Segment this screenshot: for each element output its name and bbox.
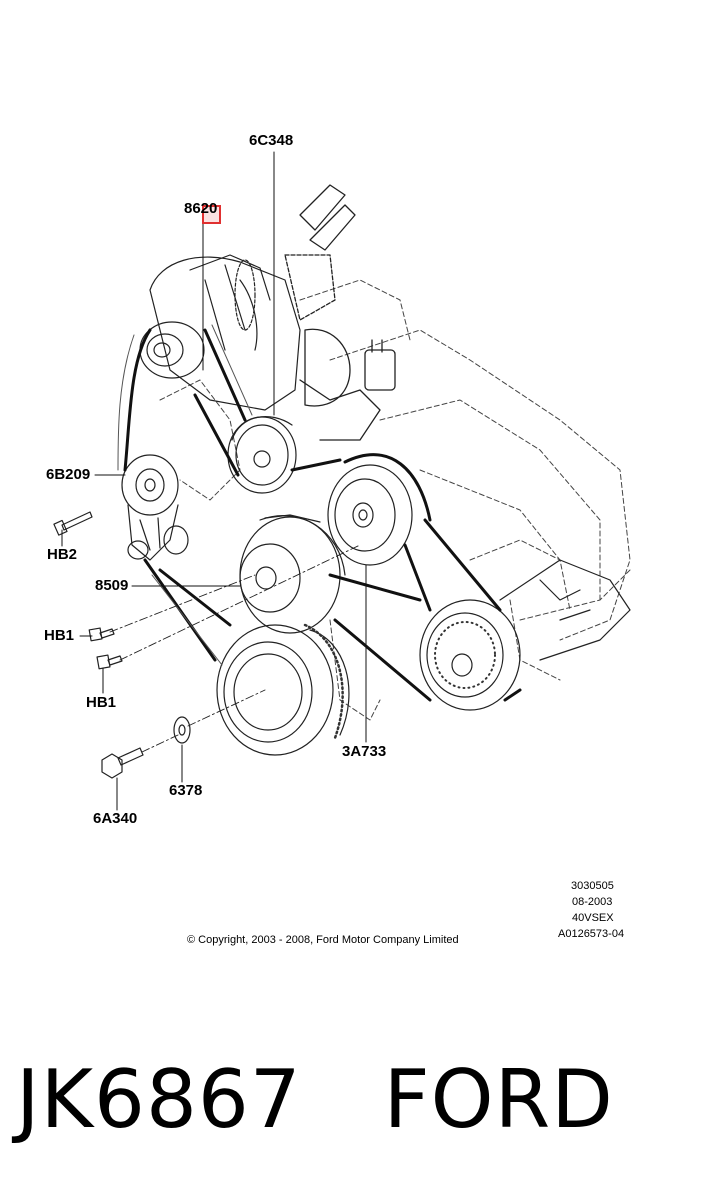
callout-6a340[interactable]: 6A340 bbox=[93, 810, 138, 827]
callout-8620[interactable]: 8620 bbox=[184, 200, 218, 217]
idler-pulley-upper bbox=[227, 416, 297, 494]
coolant-hoses bbox=[284, 184, 396, 441]
ac-compressor-pulley bbox=[419, 559, 631, 711]
crankshaft-damper bbox=[216, 623, 350, 756]
water-pump-pulley bbox=[239, 514, 346, 634]
callout-6b209[interactable]: 6B209 bbox=[46, 466, 91, 483]
alternator-pulley bbox=[139, 321, 205, 379]
engine-block-outline bbox=[159, 279, 631, 721]
callout-6c348[interactable]: 6C348 bbox=[249, 132, 294, 149]
belt-tensioner bbox=[121, 454, 189, 561]
leader-lines bbox=[61, 151, 367, 811]
bolt-hb1-lower bbox=[96, 654, 123, 670]
callout-6378[interactable]: 6378 bbox=[169, 782, 203, 799]
footer-part-number: JK6867 bbox=[16, 1053, 302, 1146]
callout-hb2[interactable]: HB2 bbox=[47, 546, 78, 563]
bolt-6a340 bbox=[101, 747, 144, 779]
serpentine-belt bbox=[123, 328, 522, 702]
copyright-notice: © Copyright, 2003 - 2008, Ford Motor Com… bbox=[187, 934, 459, 946]
bolt-hb1-upper bbox=[88, 627, 115, 642]
serpentine-belt-ribs bbox=[117, 324, 253, 666]
callout-3a733[interactable]: 3A733 bbox=[342, 743, 387, 760]
selection-highlight-box bbox=[202, 205, 221, 224]
alternator-body bbox=[149, 254, 301, 411]
stamp-line-2: 08-2003 bbox=[572, 896, 613, 908]
stamp-line-3: 40VSEX bbox=[572, 912, 614, 924]
washer-6378 bbox=[173, 716, 191, 744]
footer-caption: JK6867 FORD bbox=[16, 1052, 614, 1148]
callout-8509[interactable]: 8509 bbox=[95, 577, 129, 594]
stamp-line-4: A0126573-04 bbox=[558, 928, 625, 940]
stamp-line-1: 3030505 bbox=[571, 880, 614, 892]
callout-hb1-upper[interactable]: HB1 bbox=[44, 627, 75, 644]
bolt-hb2 bbox=[53, 511, 93, 536]
alignment-lines bbox=[109, 544, 361, 753]
callout-hb1-lower[interactable]: HB1 bbox=[86, 694, 117, 711]
power-steering-pulley bbox=[327, 464, 413, 566]
footer-brand: FORD bbox=[383, 1053, 614, 1146]
